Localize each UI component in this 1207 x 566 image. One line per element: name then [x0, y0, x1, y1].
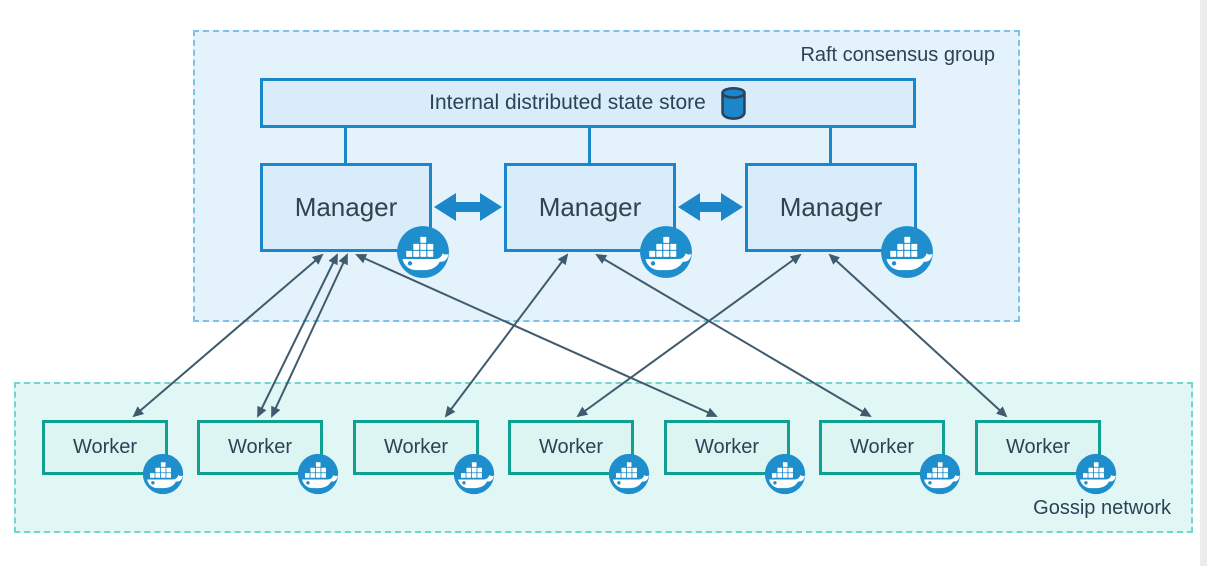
state-store-box: Internal distributed state store [260, 78, 916, 128]
store-manager3-connector [829, 126, 832, 164]
worker-6-label: Worker [849, 436, 915, 458]
worker-1-label: Worker [72, 436, 138, 458]
docker-icon [142, 453, 184, 495]
manager-1-label: Manager [294, 192, 398, 222]
worker-4-label: Worker [538, 436, 604, 458]
raft-group-label: Raft consensus group [800, 44, 995, 66]
screenshot-edge [1200, 0, 1207, 566]
docker-icon [919, 453, 961, 495]
gossip-network-label: Gossip network [1033, 497, 1171, 519]
worker-5-label: Worker [694, 436, 760, 458]
docker-icon [608, 453, 650, 495]
database-icon [721, 86, 746, 120]
docker-icon [881, 226, 933, 278]
docker-icon [397, 226, 449, 278]
store-manager1-connector [344, 126, 347, 164]
state-store-label: Internal distributed state store [429, 91, 706, 114]
manager-3-label: Manager [779, 192, 883, 222]
docker-icon [297, 453, 339, 495]
worker-2-label: Worker [227, 436, 293, 458]
worker-7-box: Worker [975, 420, 1101, 475]
docker-icon [764, 453, 806, 495]
manager-2-label: Manager [538, 192, 642, 222]
docker-icon [1075, 453, 1117, 495]
store-manager2-connector [588, 126, 591, 164]
docker-icon [640, 226, 692, 278]
worker-7-label: Worker [1005, 436, 1071, 458]
docker-icon [453, 453, 495, 495]
worker-3-label: Worker [383, 436, 449, 458]
